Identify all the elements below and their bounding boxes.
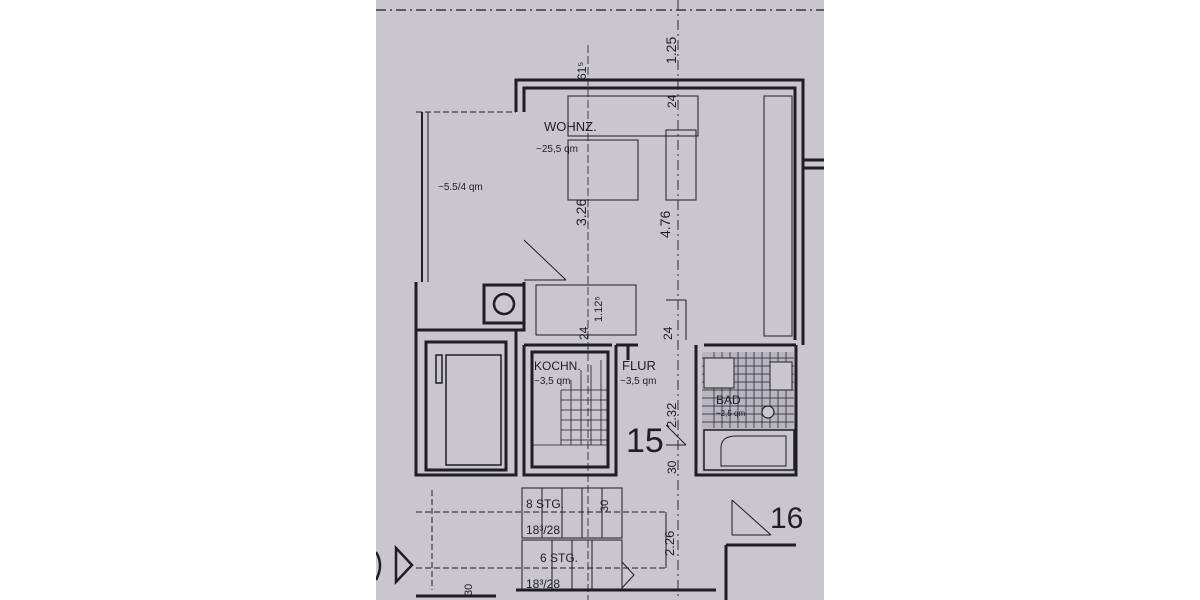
balcony (416, 111, 516, 282)
partial-symbol (376, 551, 382, 581)
direction-arrow-icon (394, 544, 414, 586)
dim-wall-d: 30 (599, 500, 611, 512)
kitchen-tiles (532, 360, 608, 446)
dim-wall-c: 30 (665, 460, 679, 474)
stair-ratio-2: 18³/28 (526, 577, 560, 591)
dim-wall-top: 24 (665, 94, 679, 108)
unit-number-15: 15 (626, 422, 664, 460)
exterior-walls (514, 78, 824, 345)
bathroom (702, 352, 795, 472)
floor-plan: WOHNZ. ~25,5 qm ~5.5/4 qm KOCHN. ~3,5 qm… (376, 0, 824, 600)
bathtub-icon (703, 429, 795, 471)
unit-number-16: 16 (770, 502, 803, 535)
dim-mid-a: 1.12⁵ (593, 296, 605, 322)
dim-mid-wall-b: 24 (661, 326, 675, 340)
floor-plan-drawing: WOHNZ. ~25,5 qm ~5.5/4 qm KOCHN. ~3,5 qm… (376, 0, 824, 600)
door-swings (665, 424, 772, 536)
room-name-flur: FLUR (622, 358, 656, 373)
room-name-bad: BAD (716, 393, 741, 407)
dim-top-b: 1.25 (663, 37, 679, 64)
toilet-icon (761, 405, 775, 419)
stair-steps-2: 6 STG. (540, 551, 578, 565)
room-area-wohnz: ~25,5 qm (536, 144, 578, 155)
room-area-flur: ~3,5 qm (620, 376, 656, 387)
closet (445, 354, 502, 466)
dim-top-a: 61⁵ (575, 62, 589, 80)
dim-mid-wall-a: 24 (577, 326, 591, 340)
dim-wohnz-a: 3.26 (573, 199, 589, 226)
room-name-kochn: KOCHN. (534, 359, 581, 373)
sink-icon (769, 361, 793, 391)
dim-wall-e: 30 (463, 584, 475, 596)
closet-handle (435, 354, 443, 384)
room-name-wohnz: WOHNZ. (544, 119, 597, 134)
stair-steps-1: 8 STG. (526, 497, 564, 511)
chimney-icon (492, 292, 516, 316)
room-area-bad: ~2,5 qm (716, 409, 745, 418)
living-furniture (523, 95, 793, 340)
room-area-kochn: ~3,5 qm (534, 376, 570, 387)
dim-flur-len: 2.32 (664, 403, 679, 428)
interior-walls (414, 282, 798, 600)
staircase (416, 487, 667, 591)
dim-wohnz-b: 4.76 (657, 211, 673, 238)
dim-stair-len: 2.26 (662, 531, 677, 556)
stair-ratio-1: 18³/28 (526, 523, 560, 537)
room-area-balkon: ~5.5/4 qm (438, 182, 483, 193)
